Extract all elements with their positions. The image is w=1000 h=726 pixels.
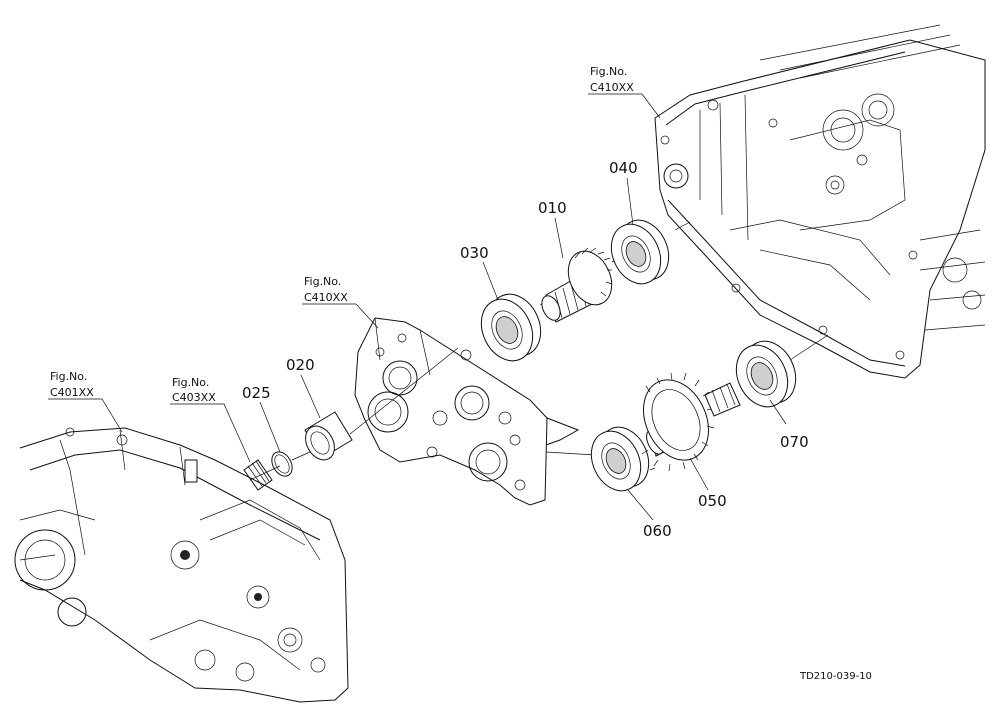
drawing-code: TD210-039-10 — [799, 671, 872, 682]
fig-ref-left: Fig.No. C401XX — [50, 370, 94, 399]
bearing-070 — [735, 340, 797, 408]
fig-ref-shaft: Fig.No. C403XX — [172, 376, 216, 404]
fig-ref-right-line1: Fig.No. — [590, 65, 627, 78]
gear-shaft-010 — [541, 247, 613, 323]
fig-ref-middle-line2: C410XX — [304, 291, 348, 304]
fig-ref-shaft-line1: Fig.No. — [172, 376, 209, 389]
part-label-060: 060 — [643, 522, 672, 540]
part-label-020: 020 — [286, 356, 315, 374]
part-label-040: 040 — [609, 159, 638, 177]
bearing-040 — [610, 219, 670, 285]
fig-ref-left-line2: C401XX — [50, 386, 94, 399]
bushing-020 — [304, 411, 353, 461]
input-shaft-end — [243, 459, 273, 491]
part-label-050: 050 — [698, 492, 727, 510]
fig-ref-middle-line1: Fig.No. — [304, 275, 341, 288]
left-front-housing — [14, 427, 349, 703]
right-transmission-housing — [654, 24, 986, 379]
part-label-025: 025 — [242, 384, 271, 402]
bearing-030 — [480, 293, 542, 362]
part-label-030: 030 — [460, 244, 489, 262]
fig-ref-right-line2: C410XX — [590, 81, 634, 94]
fig-ref-middle: Fig.No. C410XX — [304, 275, 348, 304]
leader-lines — [48, 93, 787, 521]
gear-050 — [641, 372, 741, 472]
bearing-060 — [590, 426, 650, 492]
middle-cover-plate — [354, 317, 580, 506]
fig-ref-shaft-line2: C403XX — [172, 391, 216, 404]
part-label-070: 070 — [780, 433, 809, 451]
fig-ref-left-line1: Fig.No. — [50, 370, 87, 383]
snap-ring-025 — [271, 451, 293, 477]
part-label-010: 010 — [538, 199, 567, 217]
fig-ref-right: Fig.No. C410XX — [590, 65, 634, 94]
